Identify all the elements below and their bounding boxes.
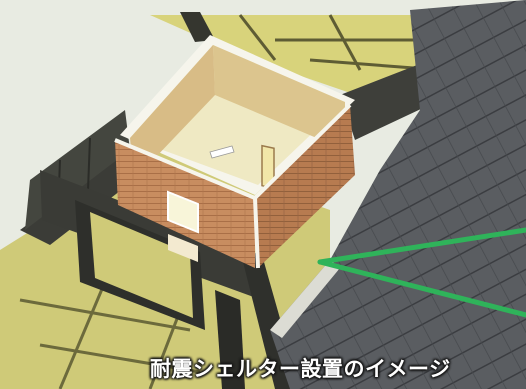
shelter-right-top-edge	[253, 103, 352, 200]
front-post	[215, 290, 245, 389]
roof	[270, 0, 526, 389]
shelter-inner-object	[209, 145, 235, 159]
shelter-door-window	[167, 190, 199, 234]
shelter-inner-left	[130, 45, 215, 180]
back-wall-right	[340, 60, 440, 140]
shelter-front-top-edge	[114, 138, 256, 200]
caption-text: 耐震シェルター設置のイメージ	[150, 357, 451, 381]
roof-edge	[270, 260, 340, 338]
shelter-right-face	[255, 105, 355, 268]
door-opening	[90, 212, 193, 318]
back-wall-top	[180, 12, 215, 42]
green-lines	[317, 227, 526, 318]
shelter-inner-back	[213, 45, 345, 150]
shelter-door-lower	[168, 234, 198, 262]
shelter-box	[114, 35, 355, 269]
shelter-corner-edge	[253, 197, 260, 269]
